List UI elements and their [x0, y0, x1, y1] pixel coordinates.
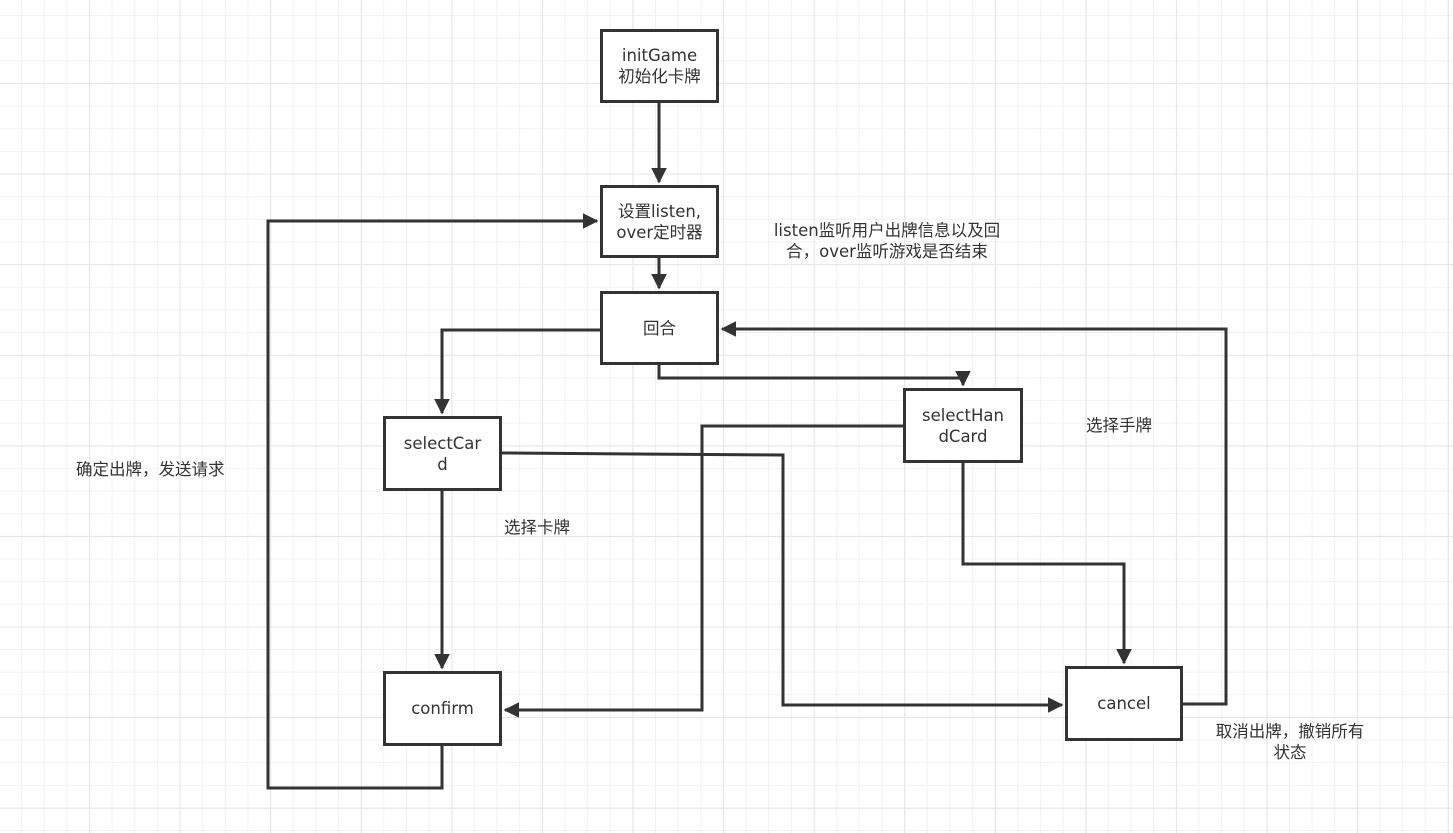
edge-select-hand-card-to-cancel — [961, 462, 1132, 665]
edge-cancel-to-round — [720, 321, 1228, 706]
node-init-game[interactable]: initGame初始化卡牌 — [600, 29, 719, 103]
edge-round-to-select-hand-card — [657, 364, 971, 387]
node-select-card[interactable]: selectCard — [383, 416, 502, 491]
select-hand-card-note: 选择手牌 — [1086, 416, 1152, 435]
edge-round-to-select-card — [434, 328, 601, 415]
edge-confirm-to-set-timers — [266, 213, 599, 790]
confirm-note: 确定出牌，发送请求 — [76, 460, 225, 479]
timers-note-line1: listen监听用户出牌信息以及回 — [773, 221, 1001, 240]
cancel-note-line2: 状态 — [1273, 743, 1307, 762]
cancel-note-line1: 取消出牌，撤销所有 — [1215, 722, 1365, 741]
node-cancel[interactable]: cancel — [1065, 666, 1183, 741]
select-card-note: 选择卡牌 — [504, 518, 570, 537]
node-round[interactable]: 回合 — [600, 291, 719, 365]
node-select-hand-card[interactable]: selectHandCard — [903, 388, 1023, 463]
edge-select-card-to-cancel — [500, 451, 1064, 713]
timers-note-line2: 合，over监听游戏是否结束 — [786, 242, 988, 261]
node-set-timers[interactable]: 设置listen,over定时器 — [600, 185, 719, 258]
node-confirm[interactable]: confirm — [383, 671, 502, 746]
timers-note: listen监听用户出牌信息以及回 合，over监听游戏是否结束 — [756, 220, 1018, 262]
edge-select-hand-card-to-confirm — [503, 424, 904, 718]
cancel-note: 取消出牌，撤销所有 状态 — [1203, 721, 1377, 763]
